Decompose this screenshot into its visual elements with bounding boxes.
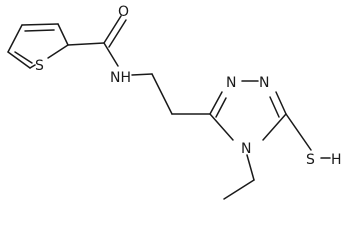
atom-label-thiol-sulfur: S: [306, 152, 315, 168]
bond-thiophene-s-c2: [47, 44, 69, 59]
bond-triazole-n1-c5-double: [269, 96, 280, 118]
bond-thiophene-c2-c3: [21, 23, 59, 26]
bond-triazole-c3-n2-double: [215, 97, 227, 118]
atom-label-triazole-n2: N: [226, 75, 236, 91]
bond-ch2-ch3: [223, 179, 255, 200]
bond-thiophene-double-2: [14, 51, 33, 64]
triazole-ring: [209, 80, 287, 141]
n-ethyl-group: [223, 154, 255, 200]
molecule-structure-diagram: S O NH N N N S H: [7, 4, 342, 200]
atom-label-thiophene-sulfur: S: [35, 58, 44, 74]
bond-thiophene-c5-s: [29, 64, 36, 69]
bond-n4-ch2: [246, 154, 255, 181]
bond-thiophene-double-1: [24, 29, 55, 32]
atom-label-amide-nitrogen: NH: [110, 70, 131, 86]
bond-n-to-ch2: [131, 73, 153, 76]
bond-carbonyl-o-1: [103, 15, 122, 44]
bond-thiophene-c3-c4: [7, 24, 23, 53]
bond-carbonyl-o-2: [108, 19, 127, 48]
bond-triazole-c3-n2: [209, 91, 223, 115]
bond-triazole-c5-n4: [262, 113, 287, 141]
bond-triazole-n1-c5: [275, 91, 287, 115]
thiol-group: [285, 113, 331, 159]
atom-label-carbonyl-oxygen: O: [118, 4, 129, 20]
atom-label-thiol-hydrogen: H: [331, 152, 342, 168]
thiophene-ring: [7, 23, 69, 69]
bond-ring-to-carbonyl: [67, 42, 105, 46]
bond-c5-s: [285, 113, 312, 151]
ethylene-chain: [131, 73, 211, 115]
atom-label-triazole-n1: N: [259, 75, 269, 91]
bond-thiophene-c2-c1: [57, 23, 69, 46]
atom-label-triazole-n4: N: [241, 141, 251, 157]
amide-linker: [67, 15, 127, 67]
bond-thiophene-c4-c5: [7, 51, 31, 69]
bond-carbonyl-to-n: [103, 42, 119, 67]
bond-triazole-n4-c3: [209, 113, 234, 141]
bond-ch2-ch2: [151, 73, 173, 115]
